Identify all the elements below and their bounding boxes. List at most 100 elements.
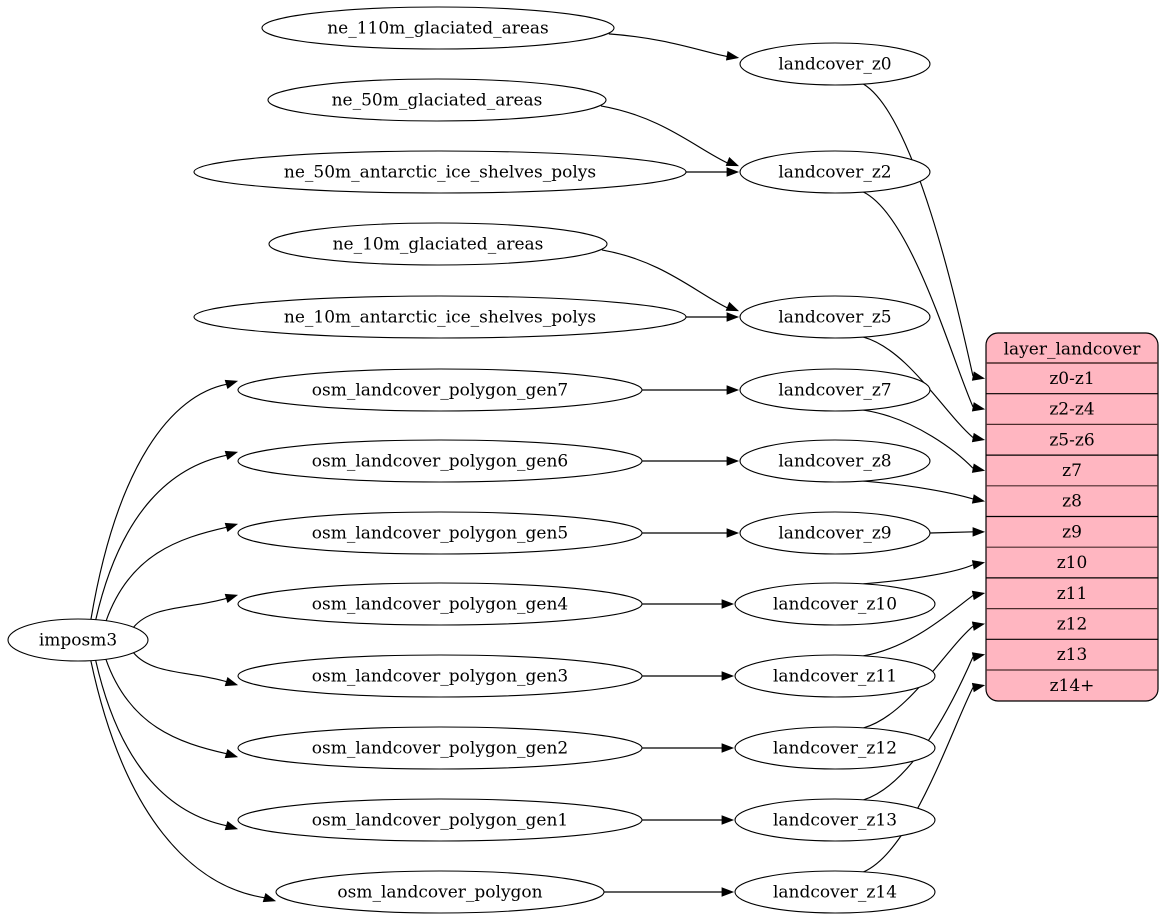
table-row-label: z13	[1057, 645, 1088, 665]
table-row-label: z9	[1062, 522, 1082, 542]
edge-imposm3-to-osm_landcover_polygon_gen1	[95, 660, 228, 827]
edge-imposm3-to-osm_landcover_polygon_gen7	[90, 383, 228, 620]
table-row[interactable]: z10	[986, 546, 1158, 573]
node-label: osm_landcover_polygon_gen2	[312, 739, 568, 759]
node-label: osm_landcover_polygon_gen3	[312, 667, 568, 687]
node-label: osm_landcover_polygon_gen6	[312, 452, 568, 472]
edge-arrowhead	[224, 450, 239, 461]
edge-arrowhead	[721, 815, 735, 825]
node-label: ne_10m_antarctic_ice_shelves_polys	[284, 308, 596, 328]
edge-arrowhead	[971, 652, 986, 662]
edge-imposm3-to-osm_landcover_polygon_gen4	[133, 597, 228, 628]
node-label: landcover_z9	[778, 524, 891, 544]
table-row[interactable]: z12	[986, 607, 1158, 635]
table-row[interactable]: z13	[986, 638, 1158, 665]
node-landcover_z13[interactable]: landcover_z13	[734, 798, 936, 842]
node-osm_landcover_polygon[interactable]: osm_landcover_polygon	[275, 870, 605, 914]
table-row[interactable]: z11	[986, 577, 1158, 604]
node-osm_landcover_polygon_gen3[interactable]: osm_landcover_polygon_gen3	[237, 654, 643, 698]
edge-ne_10m_glaciated_areas-to-landcover_z5	[601, 249, 730, 310]
edge-ne_50m_glaciated_areas-to-landcover_z2	[600, 105, 730, 165]
edge-arrowhead	[721, 887, 735, 897]
table-header-label: layer_landcover	[1004, 340, 1142, 360]
edge-arrowhead	[725, 51, 740, 61]
edge-arrowhead	[725, 156, 740, 167]
edge-landcover_z14-to-table-row-10	[863, 687, 974, 873]
edge-arrowhead	[725, 301, 740, 312]
table-row[interactable]: z7	[986, 454, 1158, 481]
node-landcover_z11[interactable]: landcover_z11	[734, 654, 936, 698]
edge-arrowhead	[726, 312, 740, 322]
node-landcover_z12[interactable]: landcover_z12	[734, 726, 936, 770]
table-row[interactable]: z9	[986, 515, 1158, 543]
table-row-label: z10	[1057, 553, 1088, 573]
edges-layer	[90, 33, 986, 903]
node-osm_landcover_polygon_gen6[interactable]: osm_landcover_polygon_gen6	[237, 439, 643, 483]
edge-arrowhead	[971, 494, 986, 504]
node-landcover_z2[interactable]: landcover_z2	[739, 150, 931, 194]
edge-arrowhead	[721, 743, 735, 753]
node-landcover_z7[interactable]: landcover_z7	[739, 368, 931, 412]
node-imposm3[interactable]: imposm3	[7, 618, 149, 662]
table-row-label: z8	[1062, 492, 1082, 512]
node-label: ne_110m_glaciated_areas	[327, 19, 549, 39]
table-row[interactable]: z2-z4	[986, 393, 1158, 420]
edge-arrowhead	[971, 621, 986, 631]
table-row[interactable]: z8	[986, 485, 1158, 512]
node-label: ne_50m_antarctic_ice_shelves_polys	[284, 163, 596, 183]
edge-landcover_z7-to-table-row-3	[863, 409, 974, 469]
table-row[interactable]: z14+	[986, 669, 1158, 696]
node-label: ne_10m_glaciated_areas	[333, 235, 544, 255]
node-osm_landcover_polygon_gen2[interactable]: osm_landcover_polygon_gen2	[237, 726, 643, 770]
table-row-label: z2-z4	[1049, 400, 1094, 420]
edge-imposm3-to-osm_landcover_polygon_gen3	[133, 652, 228, 683]
node-ne_10m_glaciated_areas[interactable]: ne_10m_glaciated_areas	[268, 222, 608, 266]
table-row[interactable]: z0-z1	[1049, 369, 1094, 389]
node-landcover_z5[interactable]: landcover_z5	[739, 295, 931, 339]
edge-arrowhead	[971, 682, 986, 693]
edge-landcover_z0-to-table-row-0	[863, 83, 974, 377]
edge-arrowhead	[971, 590, 986, 601]
edge-landcover_z2-to-table-row-1	[863, 191, 974, 408]
node-landcover_z10[interactable]: landcover_z10	[734, 582, 936, 626]
edge-landcover_z10-to-table-row-6	[863, 564, 974, 585]
edge-arrowhead	[721, 599, 735, 609]
edge-arrowhead	[971, 402, 986, 412]
layer-landcover-table: layer_landcover z0-z1 z2-z4 z5-z6 z7 z8 z9 z10 z…	[985, 332, 1159, 702]
node-osm_landcover_polygon_gen5[interactable]: osm_landcover_polygon_gen5	[237, 511, 643, 555]
node-label: landcover_z11	[773, 667, 897, 687]
edge-arrowhead	[224, 676, 239, 687]
node-landcover_z0[interactable]: landcover_z0	[739, 42, 931, 86]
node-label: osm_landcover_polygon_gen7	[312, 381, 568, 401]
table-row[interactable]: z5-z6	[986, 423, 1158, 450]
node-ne_50m_glaciated_areas[interactable]: ne_50m_glaciated_areas	[267, 78, 607, 122]
nodes-layer: imposm3 ne_110m_glaciated_areas ne_50m_gla…	[7, 6, 936, 914]
node-landcover_z8[interactable]: landcover_z8	[739, 439, 931, 483]
edge-arrowhead	[726, 456, 740, 466]
node-osm_landcover_polygon_gen4[interactable]: osm_landcover_polygon_gen4	[237, 582, 643, 626]
node-label: landcover_z14	[773, 883, 897, 903]
edge-imposm3-to-osm_landcover_polygon_gen6	[95, 454, 228, 620]
table-row-label: z11	[1057, 584, 1088, 604]
node-label: landcover_z2	[778, 163, 891, 183]
node-ne_10m_antarctic_ice_shelves_polys[interactable]: ne_10m_antarctic_ice_shelves_polys	[193, 295, 687, 339]
node-label: osm_landcover_polygon	[337, 883, 542, 903]
edge-arrowhead	[971, 463, 986, 473]
edge-arrowhead	[224, 593, 239, 604]
node-label: landcover_z5	[778, 308, 891, 328]
node-osm_landcover_polygon_gen1[interactable]: osm_landcover_polygon_gen1	[237, 798, 643, 842]
node-label: ne_50m_glaciated_areas	[332, 91, 543, 111]
node-ne_50m_antarctic_ice_shelves_polys[interactable]: ne_50m_antarctic_ice_shelves_polys	[193, 150, 687, 194]
node-label: landcover_z10	[773, 595, 897, 615]
edge-arrowhead	[971, 560, 986, 570]
edge-arrowhead	[972, 527, 986, 537]
edge-arrowhead	[224, 820, 239, 831]
node-landcover_z9[interactable]: landcover_z9	[739, 511, 931, 555]
node-osm_landcover_polygon_gen7[interactable]: osm_landcover_polygon_gen7	[237, 368, 643, 412]
node-landcover_z14[interactable]: landcover_z14	[734, 870, 936, 914]
node-ne_110m_glaciated_areas[interactable]: ne_110m_glaciated_areas	[261, 6, 615, 50]
node-label: osm_landcover_polygon_gen1	[312, 811, 568, 831]
node-label: landcover_z8	[778, 452, 891, 472]
edge-landcover_z11-to-table-row-7	[863, 594, 974, 657]
